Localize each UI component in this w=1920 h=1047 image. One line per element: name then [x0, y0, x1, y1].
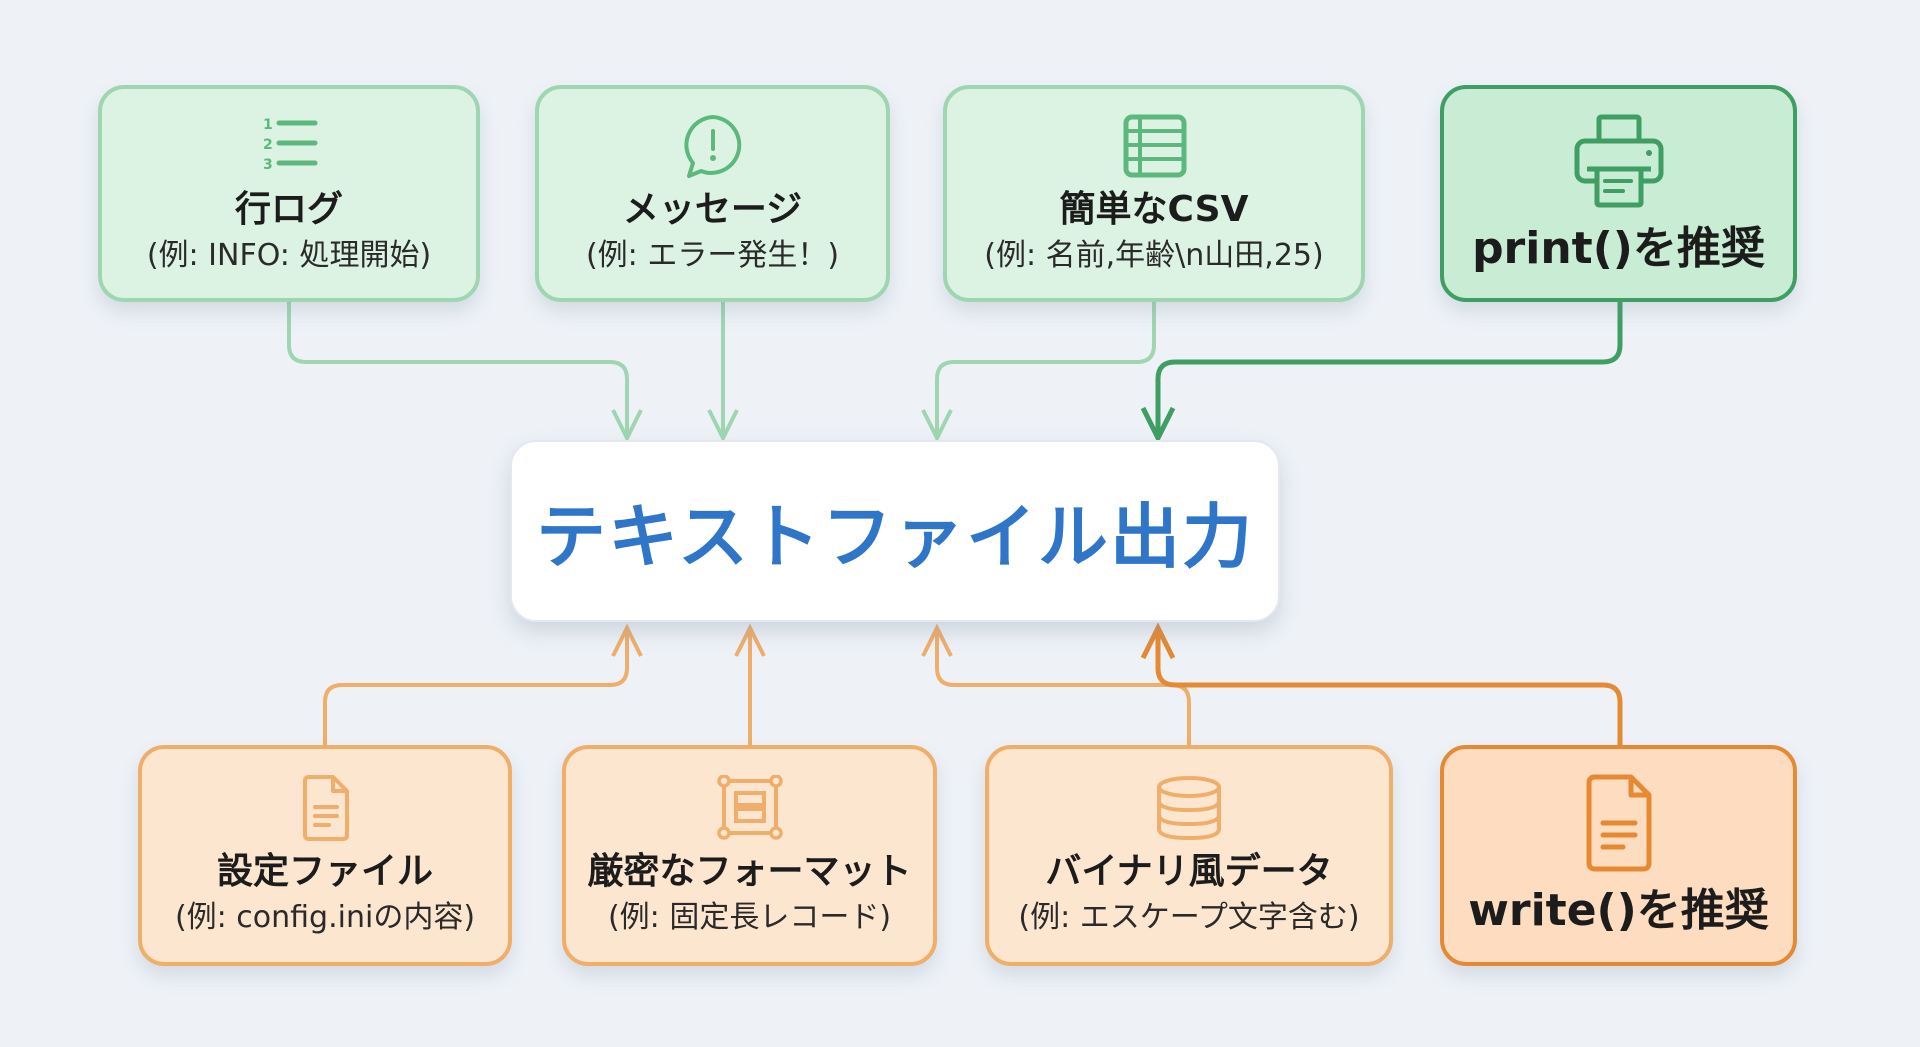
printer-icon — [1574, 114, 1663, 208]
arrowhead-csv — [921, 409, 953, 443]
box-write-recommended: write()を推奨 — [1440, 745, 1797, 966]
box-title: 厳密なフォーマット — [587, 850, 912, 892]
box-message: メッセージ (例: エラー発生！) — [535, 85, 890, 302]
box-config-file: 設定ファイル (例: config.iniの内容) — [138, 745, 512, 966]
box-subtitle: (例: 名前,年齢\n山田,25) — [984, 237, 1324, 273]
frame-layout-icon — [716, 774, 783, 840]
box-binary-like-data: バイナリ風データ (例: エスケープ文字含む) — [985, 745, 1393, 966]
connector-write — [1155, 630, 1623, 745]
document-icon — [303, 774, 349, 841]
connector-csv — [935, 302, 1156, 434]
table-icon — [1123, 114, 1187, 177]
arrowhead-format — [734, 623, 766, 657]
box-strict-format: 厳密なフォーマット (例: 固定長レコード) — [562, 745, 937, 966]
center-title: テキストファイル出力 — [536, 495, 1254, 578]
arrowhead-binary — [921, 623, 953, 657]
box-subtitle: (例: INFO: 処理開始) — [146, 237, 432, 273]
arrowhead-print — [1140, 406, 1176, 444]
box-title: write()を推奨 — [1468, 885, 1769, 936]
connector-binary — [935, 630, 1191, 745]
box-print-recommended: print()を推奨 — [1440, 85, 1797, 302]
svg-text:2: 2 — [263, 137, 273, 153]
box-line-log: 1 2 3 行ログ (例: INFO: 処理開始) — [98, 85, 480, 302]
connector-line-log — [287, 302, 629, 434]
box-title: print()を推奨 — [1472, 223, 1765, 274]
connector-config — [323, 630, 629, 745]
box-subtitle: (例: エスケープ文字含む) — [1018, 899, 1360, 935]
connector-print — [1155, 302, 1623, 434]
box-subtitle: (例: config.iniの内容) — [174, 899, 476, 935]
svg-text:3: 3 — [263, 157, 273, 173]
box-simple-csv: 簡単なCSV (例: 名前,年齢\n山田,25) — [943, 85, 1365, 302]
alert-message-icon — [683, 114, 741, 178]
box-subtitle: (例: 固定長レコード) — [607, 899, 892, 935]
svg-text:1: 1 — [263, 117, 273, 133]
box-subtitle: (例: エラー発生！) — [585, 237, 840, 273]
box-title: メッセージ — [622, 188, 803, 230]
box-title: 簡単なCSV — [1059, 188, 1249, 230]
numbered-list-icon: 1 2 3 — [263, 117, 318, 173]
box-title: 設定ファイル — [216, 850, 433, 892]
box-title: 行ログ — [234, 188, 343, 230]
box-title: バイナリ風データ — [1045, 850, 1333, 892]
arrowhead-config — [611, 623, 643, 657]
text-file-output-node: テキストファイル出力 — [510, 440, 1280, 622]
arrowhead-message — [707, 409, 739, 443]
database-icon — [1157, 775, 1221, 840]
arrowhead-line-log — [611, 409, 643, 443]
document-icon — [1586, 774, 1651, 872]
arrowhead-write — [1140, 622, 1176, 660]
